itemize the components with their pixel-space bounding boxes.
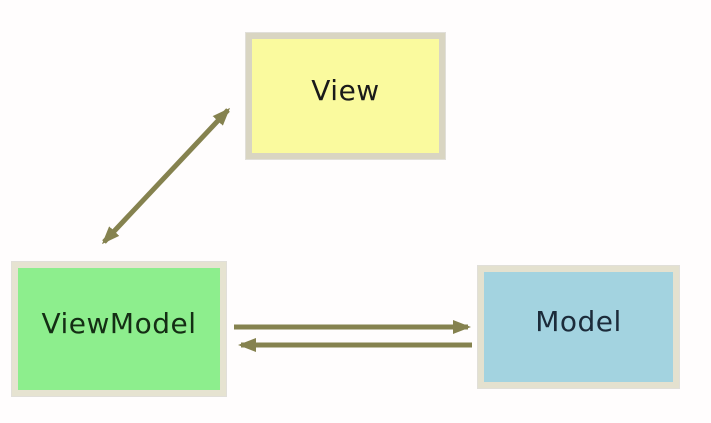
node-viewmodel-label: ViewModel <box>41 306 197 340</box>
node-model-label: Model <box>535 304 622 338</box>
node-model: Model <box>478 266 679 388</box>
node-view: View <box>246 33 445 159</box>
node-view-label: View <box>311 73 380 107</box>
arrow-viewmodel-view <box>101 107 231 245</box>
node-viewmodel: ViewModel <box>12 262 226 396</box>
